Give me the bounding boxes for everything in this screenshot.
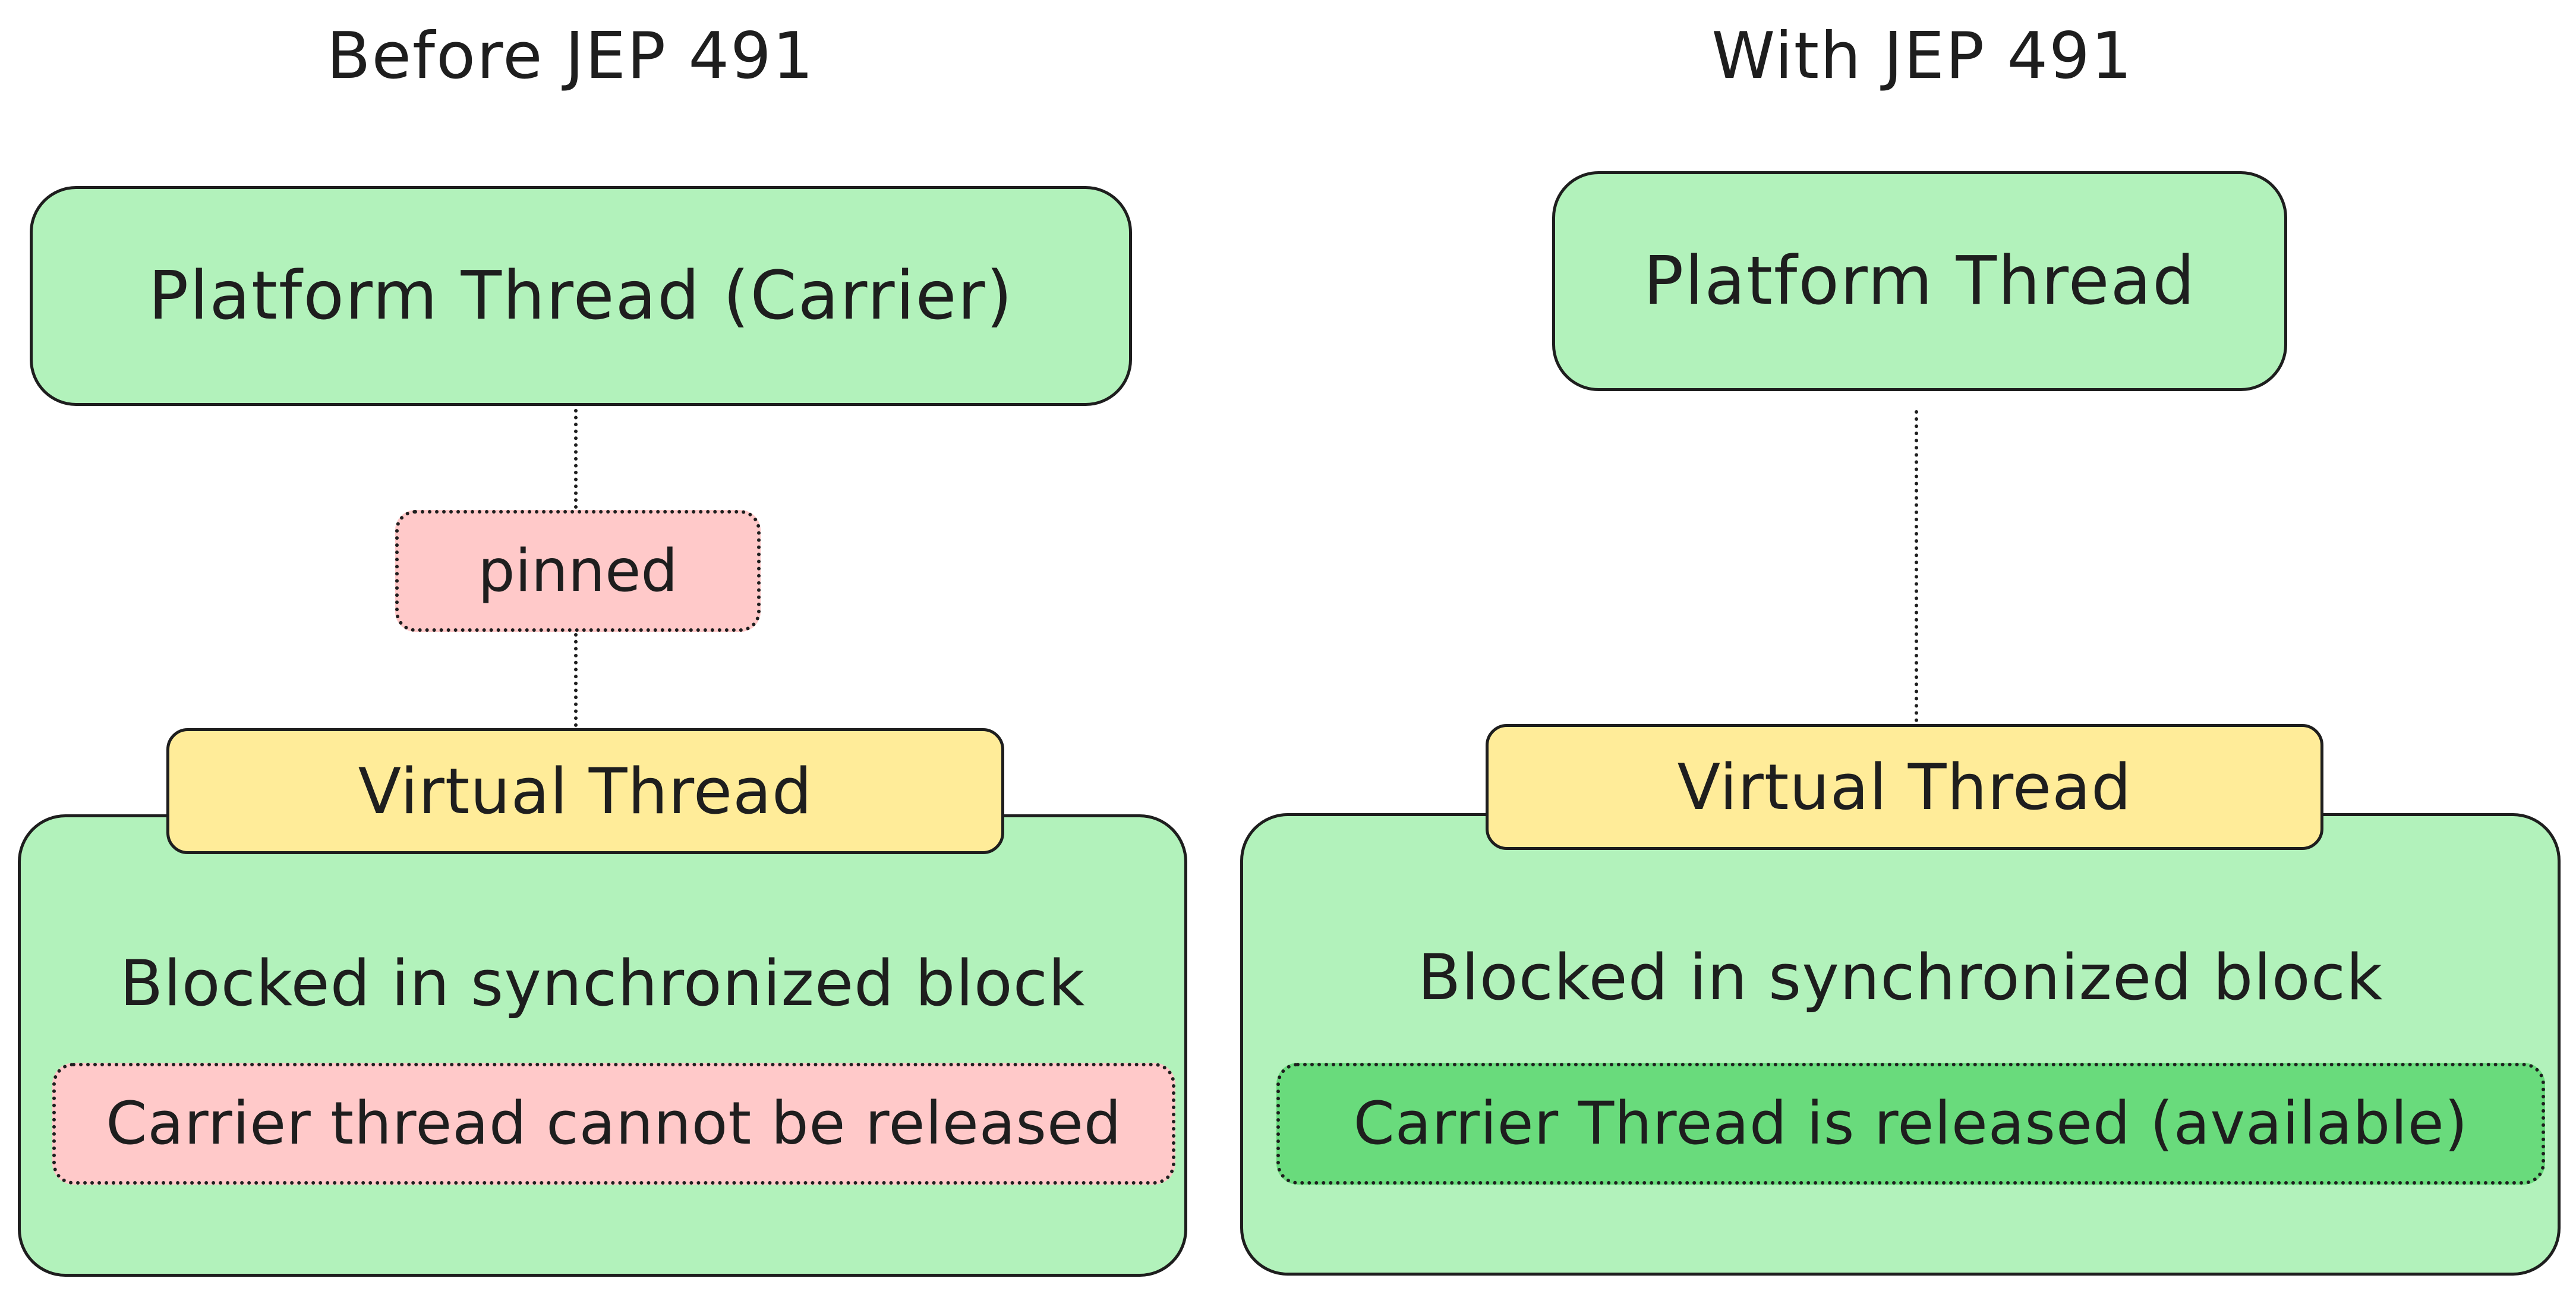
left-platform-thread-box: Platform Thread (Carrier) xyxy=(30,186,1132,406)
left-blocked-text: Blocked in synchronized block xyxy=(119,947,1086,1020)
right-title: With JEP 491 xyxy=(1711,19,2133,93)
left-title: Before JEP 491 xyxy=(326,19,815,93)
right-virtual-thread-tab: Virtual Thread xyxy=(1486,724,2323,850)
left-blocked-container xyxy=(18,814,1187,1277)
right-platform-thread-box: Platform Thread xyxy=(1552,171,2287,391)
right-blocked-text: Blocked in synchronized block xyxy=(1417,941,2383,1014)
left-virtual-thread-tab: Virtual Thread xyxy=(166,728,1004,854)
pinned-label: pinned xyxy=(395,510,761,632)
left-connector-bottom xyxy=(574,633,578,727)
right-blocked-container xyxy=(1240,813,2561,1276)
right-connector xyxy=(1915,410,1918,722)
left-status-not-released: Carrier thread cannot be released xyxy=(52,1063,1175,1185)
right-status-released: Carrier Thread is released (available) xyxy=(1276,1063,2545,1185)
left-connector-top xyxy=(574,409,578,509)
